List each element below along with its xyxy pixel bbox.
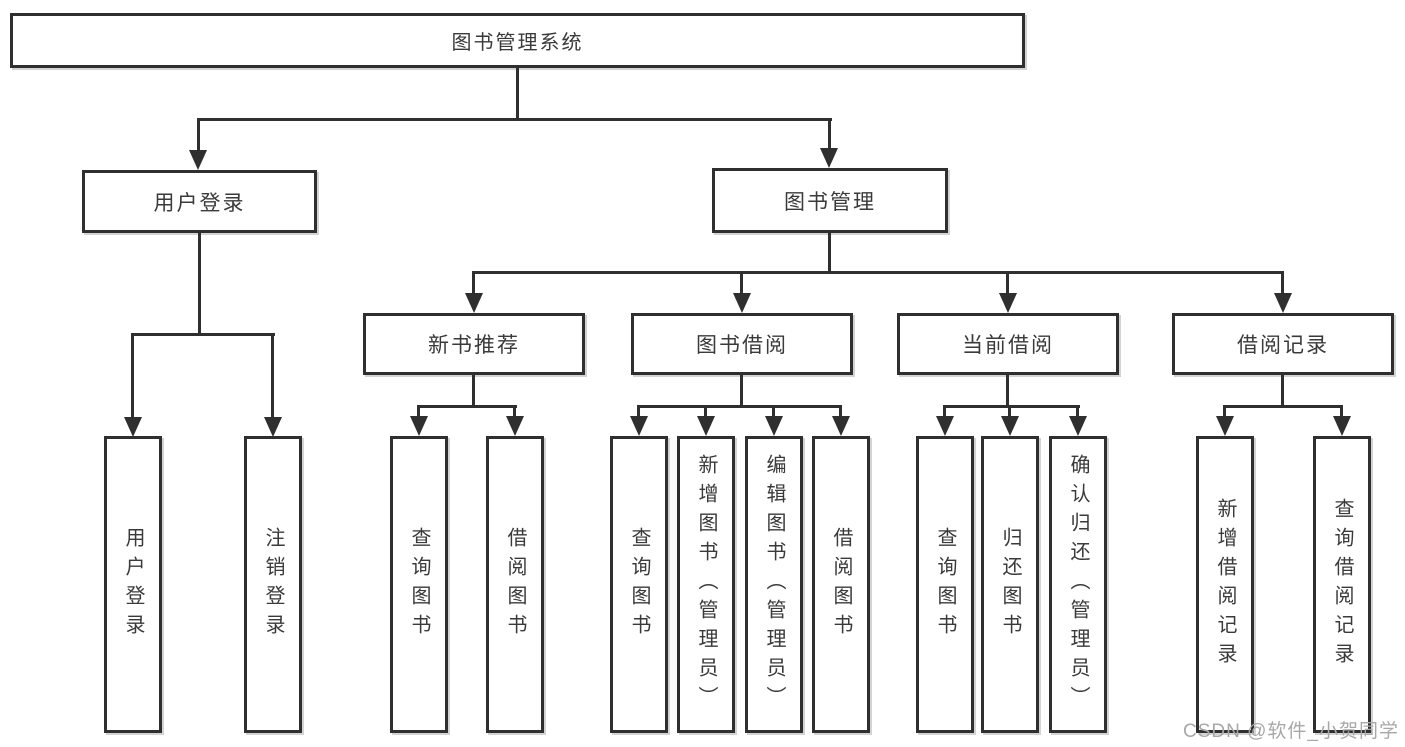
csdn-watermark: CSDN @软件_小贺同学 [1183, 721, 1399, 742]
leaf-label: 用户登录 [122, 526, 144, 643]
leaf-current-confirm-return-admin: 确认归还（管理员） [1049, 436, 1107, 733]
leaf-borrow-borrow-books: 借阅图书 [812, 436, 870, 733]
arrow-down-icon [189, 150, 207, 170]
connector-line [828, 118, 831, 150]
node-book-management: 图书管理 [712, 168, 948, 233]
connector-line [740, 271, 743, 295]
connector-line [637, 405, 640, 418]
node-new-book-recommend: 新书推荐 [363, 313, 585, 375]
connector-line [131, 333, 275, 336]
leaf-newbook-query-books: 查询图书 [390, 436, 448, 733]
connector-line [1281, 375, 1284, 407]
node-label: 用户登录 [153, 191, 246, 215]
leaf-label: 查询图书 [628, 526, 650, 643]
arrow-down-icon [630, 416, 648, 436]
node-user-login: 用户登录 [82, 170, 317, 233]
node-label: 借阅记录 [1237, 334, 1329, 357]
connector-line [271, 333, 274, 419]
leaf-label: 借阅图书 [830, 526, 852, 643]
connector-line [197, 118, 832, 121]
arrow-down-icon [733, 293, 751, 313]
connector-line [637, 405, 842, 408]
connector-line [1008, 405, 1011, 418]
arrow-down-icon [1216, 416, 1234, 436]
connector-line [1006, 271, 1009, 295]
leaf-records-query-record: 查询借阅记录 [1313, 436, 1371, 733]
leaf-user-login: 用户登录 [104, 436, 162, 733]
node-label: 图书借阅 [696, 334, 788, 357]
arrow-down-icon [820, 148, 838, 168]
leaf-newbook-borrow-books: 借阅图书 [486, 436, 544, 733]
connector-line [131, 333, 134, 419]
connector-line [839, 405, 842, 418]
leaf-records-add-record: 新增借阅记录 [1196, 436, 1254, 733]
arrow-down-icon [1333, 416, 1351, 436]
connector-line [516, 68, 519, 120]
arrow-down-icon [765, 416, 783, 436]
connector-line [472, 375, 475, 407]
connector-line [740, 375, 743, 407]
leaf-current-query-books: 查询图书 [916, 436, 974, 733]
arrow-down-icon [832, 416, 850, 436]
arrow-down-icon [1274, 293, 1292, 313]
leaf-current-return-books: 归还图书 [981, 436, 1039, 733]
leaf-borrow-edit-books-admin: 编辑图书（管理员） [745, 436, 803, 733]
leaf-borrow-query-books: 查询图书 [610, 436, 668, 733]
node-label: 当前借阅 [962, 334, 1054, 357]
connector-line [1006, 375, 1009, 407]
arrow-down-icon [465, 293, 483, 313]
connector-line [772, 405, 775, 418]
arrow-down-icon [1001, 416, 1019, 436]
connector-line [197, 118, 200, 152]
node-book-borrowing: 图书借阅 [631, 313, 853, 375]
arrow-down-icon [1069, 416, 1087, 436]
node-label: 新书推荐 [428, 334, 520, 357]
connector-line [198, 233, 201, 335]
leaf-borrow-add-books-admin: 新增图书（管理员） [677, 436, 735, 733]
leaf-label: 确认归还（管理员） [1067, 454, 1089, 715]
leaf-label: 新增借阅记录 [1214, 497, 1236, 672]
leaf-label: 查询图书 [934, 526, 956, 643]
arrow-down-icon [936, 416, 954, 436]
node-label: 图书管理 [784, 190, 876, 214]
connector-line [1076, 405, 1079, 418]
node-label: 图书管理系统 [451, 32, 584, 54]
connector-line [828, 233, 831, 273]
connector-line [513, 405, 516, 418]
connector-line [1223, 405, 1343, 408]
connector-line [472, 271, 475, 295]
arrow-down-icon [506, 416, 524, 436]
connector-line [417, 405, 517, 408]
connector-line [417, 405, 420, 418]
leaf-label: 查询借阅记录 [1331, 497, 1353, 672]
connector-line [472, 271, 1284, 274]
arrow-down-icon [697, 416, 715, 436]
connector-line [943, 405, 1080, 408]
node-current-borrowing: 当前借阅 [897, 313, 1119, 375]
leaf-logout: 注销登录 [244, 436, 302, 733]
leaf-label: 查询图书 [408, 526, 430, 643]
connector-line [1223, 405, 1226, 418]
node-library-management-system: 图书管理系统 [10, 13, 1025, 68]
leaf-label: 注销登录 [262, 526, 284, 643]
arrow-down-icon [999, 293, 1017, 313]
arrow-down-icon [264, 417, 282, 437]
connector-line [943, 405, 946, 418]
node-borrowing-records: 借阅记录 [1172, 313, 1394, 375]
leaf-label: 归还图书 [999, 526, 1021, 643]
arrow-down-icon [410, 416, 428, 436]
connector-line [704, 405, 707, 418]
arrow-down-icon [124, 417, 142, 437]
leaf-label: 借阅图书 [504, 526, 526, 643]
connector-line [1340, 405, 1343, 418]
leaf-label: 新增图书（管理员） [695, 454, 717, 715]
connector-line [1281, 271, 1284, 295]
leaf-label: 编辑图书（管理员） [763, 454, 785, 715]
